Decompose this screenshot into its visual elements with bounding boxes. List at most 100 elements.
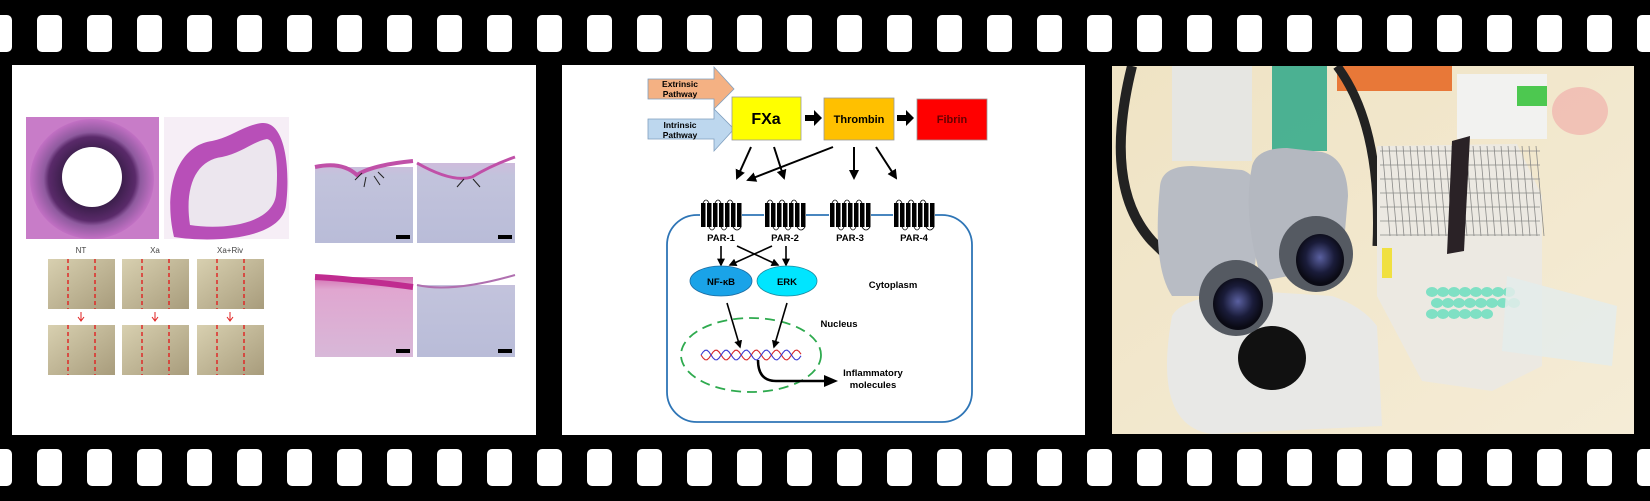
intrinsic-label-line2: Pathway <box>663 130 698 140</box>
scale-bar <box>498 349 512 353</box>
scratch-assay-image <box>48 325 115 375</box>
sprocket-hole <box>487 449 512 486</box>
lab-photo <box>1112 66 1634 434</box>
sprocket-hole <box>587 449 612 486</box>
down-arrow-icon <box>151 312 159 322</box>
extrinsic-label-line1: Extrinsic <box>662 79 698 89</box>
erk-node: ERK <box>756 265 818 297</box>
sprocket-hole <box>987 15 1012 52</box>
sprocket-hole <box>0 449 12 486</box>
orange-object <box>1337 66 1452 91</box>
pellet <box>1442 298 1454 308</box>
pathway-diagram: Extrinsic Pathway Intrinsic Pathway FXa … <box>647 65 988 423</box>
pellet <box>1470 309 1482 319</box>
sprocket-hole <box>1037 15 1062 52</box>
sprocket-hole <box>287 449 312 486</box>
sprocket-hole <box>1487 15 1512 52</box>
sprocket-hole <box>137 15 162 52</box>
mouse <box>1447 136 1470 254</box>
pellet <box>1453 298 1465 308</box>
pellet <box>1481 287 1493 297</box>
receptor-par-2: PAR-2 <box>764 199 806 244</box>
pellet <box>1464 298 1476 308</box>
arrow-fxa-to-thrombin <box>805 110 822 126</box>
sprocket-hole <box>387 449 412 486</box>
sprocket-hole <box>337 15 362 52</box>
sprocket-hole <box>137 449 162 486</box>
sprocket-hole <box>187 15 212 52</box>
sprocket-hole <box>1287 15 1312 52</box>
pellet <box>1426 287 1438 297</box>
fibrin-box: Fibrin <box>916 98 988 141</box>
sprocket-hole <box>1337 449 1362 486</box>
mouse-cage <box>1377 144 1542 391</box>
filmstrip-top-holes <box>0 15 1650 53</box>
extrinsic-pathway-arrow: Extrinsic Pathway <box>647 65 735 110</box>
sprocket-hole <box>1637 449 1650 486</box>
fibrin-label: Fibrin <box>937 114 968 126</box>
frame-pathway-diagram: Extrinsic Pathway Intrinsic Pathway FXa … <box>562 65 1085 435</box>
pellet <box>1459 309 1471 319</box>
nucleus-label: Nucleus <box>821 319 858 330</box>
microscope-stand <box>1172 66 1252 161</box>
cage-label <box>1382 248 1392 278</box>
sprocket-hole <box>437 15 462 52</box>
scale-bar <box>396 349 410 353</box>
nfkb-label: NF-κB <box>707 277 735 288</box>
receptor-par-1: PAR-1 <box>700 199 742 244</box>
stage-plate <box>1238 326 1306 390</box>
pellet <box>1470 287 1482 297</box>
pellet <box>1481 309 1493 319</box>
sprocket-hole <box>987 449 1012 486</box>
fxa-box: FXa <box>731 96 802 141</box>
sprocket-hole <box>1137 449 1162 486</box>
sprocket-hole <box>1437 449 1462 486</box>
sprocket-hole <box>887 15 912 52</box>
arrow-thrombin-to-fibrin <box>897 110 914 126</box>
sprocket-hole <box>837 15 862 52</box>
sprocket-hole <box>687 15 712 52</box>
sprocket-hole <box>787 15 812 52</box>
sprocket-hole <box>0 15 12 52</box>
filmstrip-bottom-holes <box>0 449 1650 487</box>
nuclear-arrows <box>726 302 788 349</box>
sprocket-hole <box>1637 15 1650 52</box>
sprocket-hole <box>87 15 112 52</box>
assay-label-xa: Xa <box>150 246 160 255</box>
sprocket-hole <box>1387 15 1412 52</box>
thrombin-label: Thrombin <box>834 114 885 126</box>
sprocket-hole <box>387 15 412 52</box>
sprocket-hole <box>587 15 612 52</box>
sprocket-hole <box>737 15 762 52</box>
sprocket-hole <box>537 15 562 52</box>
sprocket-hole <box>1287 449 1312 486</box>
receptor-par-4: PAR-4 <box>893 199 935 244</box>
receptor-par-3: PAR-3 <box>829 199 871 244</box>
sprocket-hole <box>687 449 712 486</box>
sprocket-hole <box>1237 449 1262 486</box>
water-bottle <box>1502 276 1617 366</box>
pellet <box>1437 309 1449 319</box>
sprocket-hole <box>887 449 912 486</box>
sprocket-hole <box>37 15 62 52</box>
nucleus-outline <box>680 317 822 393</box>
output-arrow <box>756 359 826 383</box>
assay-label-xa-riv: Xa+Riv <box>217 246 243 255</box>
scratch-assay-image <box>197 259 264 309</box>
pellet <box>1437 287 1449 297</box>
sprocket-hole <box>1137 15 1162 52</box>
intrinsic-pathway-arrow: Intrinsic Pathway <box>647 108 735 153</box>
pellet <box>1486 298 1498 308</box>
output-label-line1: Inflammatory <box>843 368 903 379</box>
sprocket-hole <box>337 449 362 486</box>
sprocket-hole <box>1587 15 1612 52</box>
sprocket-hole <box>1087 15 1112 52</box>
sprocket-hole <box>487 15 512 52</box>
sprocket-hole <box>187 449 212 486</box>
fxa-label: FXa <box>751 111 780 128</box>
sprocket-hole <box>837 449 862 486</box>
lesion-arrows <box>354 171 481 188</box>
sprocket-hole <box>737 449 762 486</box>
sprocket-hole <box>1087 449 1112 486</box>
sprocket-hole <box>1187 449 1212 486</box>
